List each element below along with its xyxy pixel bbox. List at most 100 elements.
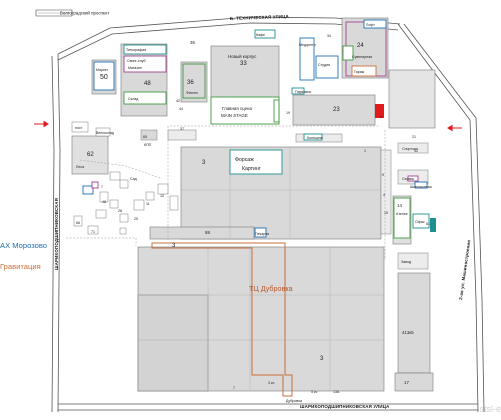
red-marker xyxy=(375,104,384,118)
street-right-label: 2-ая ул. Машиностроения xyxy=(458,239,471,300)
volgograd-label: Волгоградский проспект xyxy=(60,11,109,16)
svg-text:Фитнес: Фитнес xyxy=(186,91,198,95)
svg-text:1: 1 xyxy=(364,149,366,153)
interior-grid xyxy=(138,147,384,391)
building-88 xyxy=(149,226,255,240)
svg-text:19: 19 xyxy=(286,111,290,115)
watermark: stsl-e xyxy=(479,404,501,414)
mall-west-wing xyxy=(137,294,209,392)
svg-text:Типография: Типография xyxy=(126,48,146,52)
svg-text:Офис: Офис xyxy=(415,220,425,224)
internal-roads xyxy=(66,125,386,260)
building-36 xyxy=(180,61,208,103)
main-blocks xyxy=(71,17,436,392)
svg-text:Велосклад: Велосклад xyxy=(96,131,115,135)
forsage-label: Форсаж xyxy=(235,157,254,163)
building-numbers: 50 48 36 36 33 24 23 3 62 88 14 413к5 17… xyxy=(76,34,430,394)
svg-text:Гараж: Гараж xyxy=(354,70,365,74)
svg-text:3: 3 xyxy=(320,356,324,362)
main-stage-label: Главная сцена xyxy=(222,106,252,111)
dubrovka-exit-label: Дубровка xyxy=(286,399,302,403)
svg-text:3 кс: 3 кс xyxy=(268,381,275,385)
svg-text:5: 5 xyxy=(380,115,382,119)
street-top-label: Б. ТЕХНИЧЕСКАЯ УЛИЦА xyxy=(230,14,290,21)
label-24: 24 xyxy=(357,43,364,49)
svg-text:Новый корпус: Новый корпус xyxy=(228,54,257,59)
svg-text:28: 28 xyxy=(118,209,122,213)
karting-label: Картинг xyxy=(242,166,261,172)
svg-text:Пекарня: Пекарня xyxy=(255,232,269,236)
label-14: 14 xyxy=(397,203,402,208)
entrance-arrows xyxy=(34,120,462,132)
svg-text:Леса: Леса xyxy=(76,165,84,169)
building-right-upper xyxy=(388,69,436,129)
street-left-label: ШАРИКОПОДШИПНИКОВСКАЯ xyxy=(54,198,59,270)
svg-text:Спортзал: Спортзал xyxy=(402,147,418,151)
label-62: 62 xyxy=(87,152,94,158)
svg-text:Магазин: Магазин xyxy=(128,66,142,70)
legend-morozovo: АХ Морозово xyxy=(0,241,48,250)
svg-text:Ателье: Ателье xyxy=(396,212,408,216)
dubrovka-mall-label: ТЦ Дубровка xyxy=(249,284,293,293)
svg-text:65: 65 xyxy=(143,135,147,139)
gravitation-route xyxy=(151,242,293,397)
svg-text:25: 25 xyxy=(134,217,138,221)
svg-text:КПП: КПП xyxy=(144,143,152,147)
label-23: 23 xyxy=(333,107,340,113)
svg-text:13А: 13А xyxy=(333,390,340,394)
svg-text:Завод: Завод xyxy=(401,260,412,264)
tenant-boxes xyxy=(82,19,430,239)
svg-text:34: 34 xyxy=(327,34,331,38)
label-413k5: 413к5 xyxy=(402,330,414,335)
svg-text:11: 11 xyxy=(146,202,150,206)
teal-marker xyxy=(430,218,436,232)
tenant-labels: Главная сцена MAIN STAGE Новый корпус Фо… xyxy=(75,23,432,264)
building-48 xyxy=(120,43,168,117)
svg-text:Парковка: Парковка xyxy=(295,90,311,94)
svg-text:Маркет: Маркет xyxy=(96,68,109,72)
swing-box xyxy=(123,55,167,73)
main-stage-en-label: MAIN STAGE xyxy=(221,113,248,118)
label-36: 36 xyxy=(187,80,194,86)
svg-text:15: 15 xyxy=(384,211,388,215)
label-48: 48 xyxy=(144,81,151,87)
svg-text:21: 21 xyxy=(412,135,416,139)
svg-text:71: 71 xyxy=(91,230,95,234)
building-50-box xyxy=(93,61,115,91)
label-17: 17 xyxy=(404,380,409,385)
label-3-block: 3 xyxy=(202,160,206,166)
top-left-boundary xyxy=(35,9,73,17)
building-23 xyxy=(292,94,376,126)
svg-text:7: 7 xyxy=(101,185,103,189)
svg-text:Конюшня: Конюшня xyxy=(307,136,323,140)
svg-text:61: 61 xyxy=(426,222,430,226)
svg-text:9: 9 xyxy=(382,173,384,177)
label-36-top: 36 xyxy=(190,40,195,45)
svg-text:42: 42 xyxy=(414,149,418,153)
svg-text:44: 44 xyxy=(179,107,183,111)
label-33: 33 xyxy=(240,61,247,67)
building-62 xyxy=(71,135,109,175)
svg-text:Сервис: Сервис xyxy=(402,177,415,181)
svg-text:4: 4 xyxy=(383,193,385,197)
svg-text:42: 42 xyxy=(176,99,180,103)
svg-text:Склад: Склад xyxy=(128,97,139,101)
building-17 xyxy=(394,372,434,392)
svg-text:3: 3 xyxy=(172,243,176,249)
svg-text:пост: пост xyxy=(75,126,83,130)
legend-gravitation: Гравитация xyxy=(0,262,41,271)
svg-text:Сувенирная: Сувенирная xyxy=(352,55,372,59)
svg-text:Кафе: Кафе xyxy=(256,33,265,37)
svg-text:Медцентр: Медцентр xyxy=(299,43,316,47)
svg-text:Лофт: Лофт xyxy=(366,23,375,27)
svg-text:5 кс: 5 кс xyxy=(311,390,318,394)
main-stage-box xyxy=(210,96,280,125)
svg-text:7: 7 xyxy=(233,386,235,390)
street-bottom-label: ШАРИКОПОДШИПНИКОВСКАЯ УЛИЦА xyxy=(300,404,390,409)
building-413k5 xyxy=(397,272,431,374)
svg-text:Сад: Сад xyxy=(130,177,138,181)
svg-text:Студия: Студия xyxy=(318,63,330,67)
svg-text:12: 12 xyxy=(160,194,164,198)
svg-text:66: 66 xyxy=(76,221,80,225)
